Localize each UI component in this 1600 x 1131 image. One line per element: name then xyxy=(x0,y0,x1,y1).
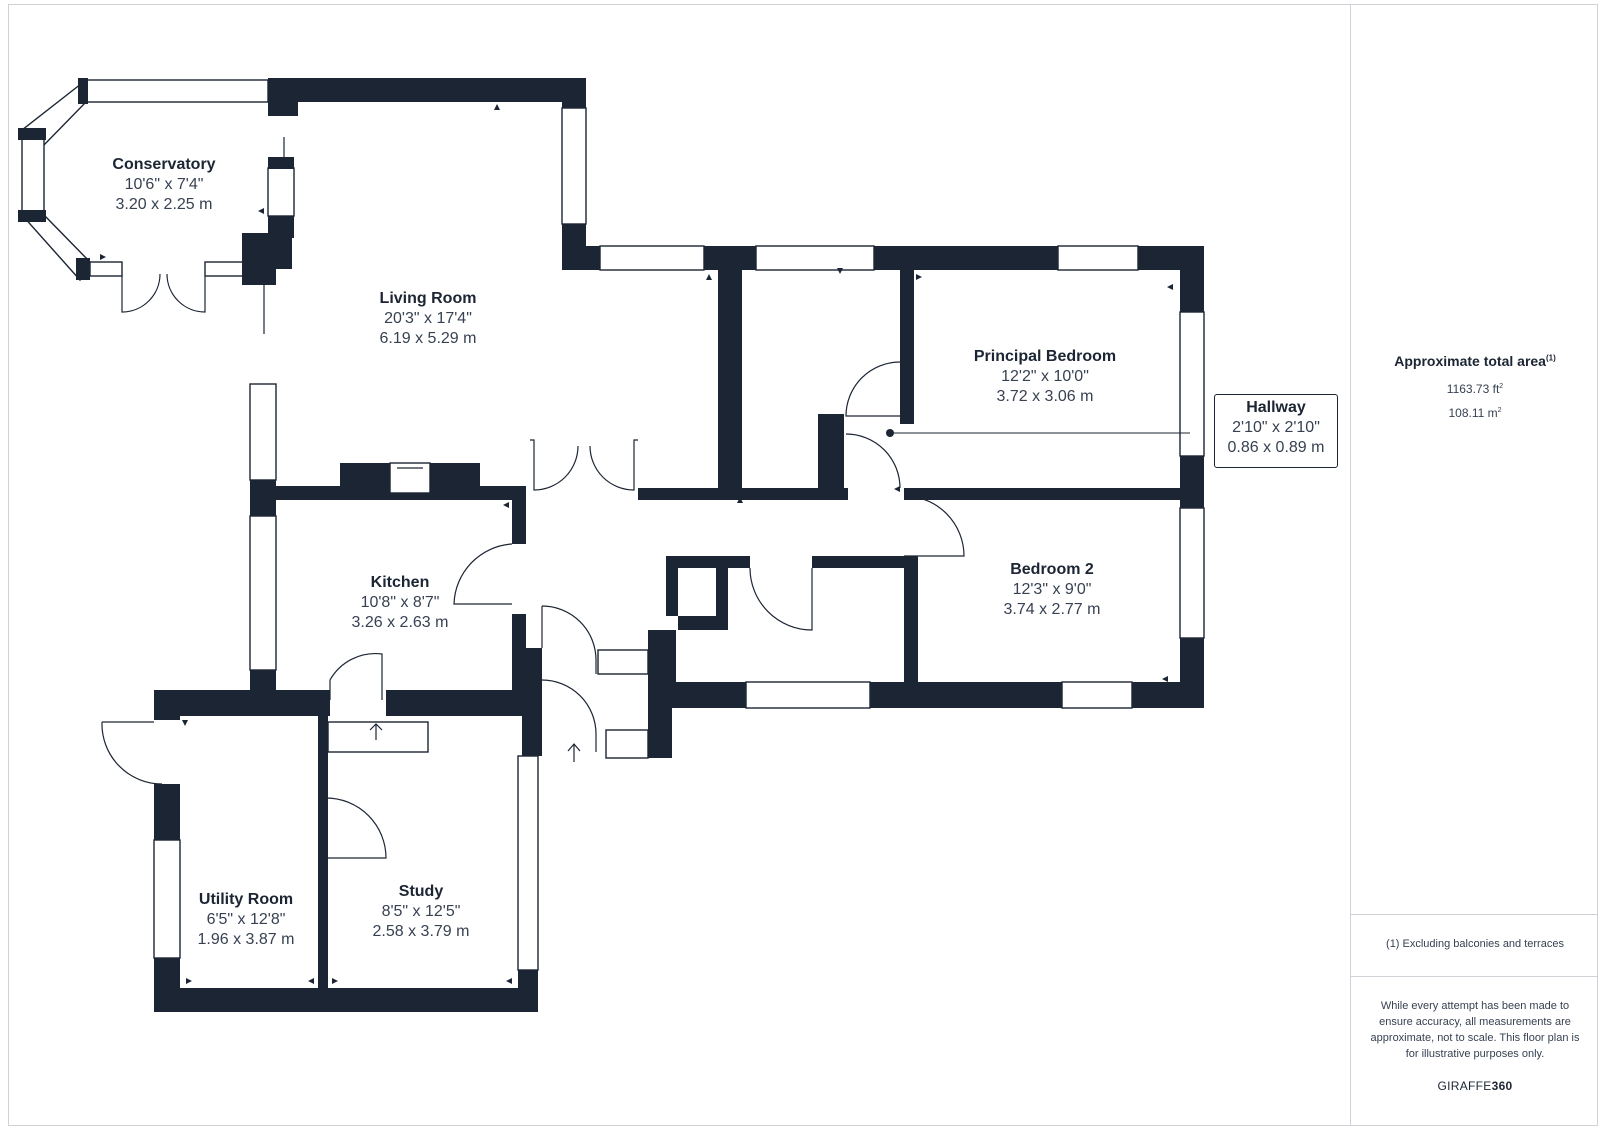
room-name: Study xyxy=(398,883,444,900)
room-name: Utility Room xyxy=(198,891,294,908)
room-dimensions-imperial: 10'8" x 8'7" xyxy=(360,594,440,611)
direction-ticks xyxy=(100,104,1173,984)
room-name: Kitchen xyxy=(370,574,430,591)
room-dimensions-metric: 0.86 x 0.89 m xyxy=(1227,439,1325,456)
hallway-marker-dot xyxy=(886,429,894,437)
room-label-kitchen: Kitchen 10'8" x 8'7" 3.26 x 2.63 m xyxy=(352,573,449,633)
hallway-callout: Hallway 2'10" x 2'10" 0.86 x 0.89 m xyxy=(1214,394,1338,468)
room-dimensions-imperial: 10'6" x 7'4" xyxy=(124,176,204,193)
area-sqft-value: 1163.73 ft xyxy=(1446,382,1500,396)
room-dimensions-imperial: 2'10" x 2'10" xyxy=(1232,419,1320,436)
room-name: Living Room xyxy=(379,290,477,307)
sidebar-divider xyxy=(1350,4,1351,1126)
exclusion-note: (1) Excluding balconies and terraces xyxy=(1386,938,1564,950)
sidebar-separator xyxy=(1351,914,1598,915)
disclaimer-text: While every attempt has been made to ens… xyxy=(1370,1000,1580,1060)
kitchen-entry-walls xyxy=(154,496,597,762)
room-dimensions-metric: 1.96 x 3.87 m xyxy=(197,931,295,948)
brand-suffix: 360 xyxy=(1491,1079,1513,1093)
room-dimensions-imperial: 8'5" x 12'5" xyxy=(381,903,461,920)
room-dimensions-imperial: 12'3" x 9'0" xyxy=(1012,581,1092,598)
room-dimensions-metric: 2.58 x 3.79 m xyxy=(372,923,470,940)
room-label-principal-bedroom: Principal Bedroom 12'2" x 10'0" 3.72 x 3… xyxy=(974,347,1116,407)
room-label-study: Study 8'5" x 12'5" 2.58 x 3.79 m xyxy=(373,882,470,942)
total-area-title-text: Approximate total area xyxy=(1394,353,1546,369)
utility-study-walls xyxy=(101,690,539,1012)
room-label-utility-room: Utility Room 6'5" x 12'8" 1.96 x 3.87 m xyxy=(198,890,295,950)
room-dimensions-imperial: 12'2" x 10'0" xyxy=(1001,368,1089,385)
total-area-sqft: 1163.73 ft2 xyxy=(1350,382,1600,396)
total-area-sqm: 108.11 m2 xyxy=(1350,406,1600,420)
room-dimensions-metric: 6.19 x 5.29 m xyxy=(379,330,477,347)
room-name: Hallway xyxy=(1246,399,1306,416)
room-label-bedroom-2: Bedroom 2 12'3" x 9'0" 3.74 x 2.77 m xyxy=(1004,560,1101,620)
room-dimensions-metric: 3.20 x 2.25 m xyxy=(115,196,213,213)
room-label-conservatory: Conservatory 10'6" x 7'4" 3.20 x 2.25 m xyxy=(112,155,215,215)
room-dimensions-metric: 3.26 x 2.63 m xyxy=(351,614,449,631)
room-label-living-room: Living Room 20'3" x 17'4" 6.19 x 5.29 m xyxy=(380,289,477,349)
footnote-marker: (1) xyxy=(1545,353,1556,363)
bedroom-block-walls xyxy=(597,245,1205,759)
brand-prefix: GIRAFFE xyxy=(1437,1079,1492,1093)
conservatory-walls xyxy=(18,78,295,334)
room-name: Principal Bedroom xyxy=(973,348,1117,365)
room-dimensions-imperial: 20'3" x 17'4" xyxy=(384,310,472,327)
page-frame xyxy=(8,4,1598,1126)
brand-logo: GIRAFFE360 xyxy=(1350,1079,1600,1093)
room-dimensions-metric: 3.72 x 3.06 m xyxy=(996,388,1094,405)
sidebar-separator xyxy=(1351,976,1598,977)
area-unit-power: 2 xyxy=(1499,383,1504,390)
room-dimensions-metric: 3.74 x 2.77 m xyxy=(1003,601,1101,618)
area-sqm-value: 108.11 m xyxy=(1448,406,1498,420)
total-area-title: Approximate total area(1) xyxy=(1350,353,1600,369)
living-room-walls xyxy=(249,78,705,516)
room-name: Conservatory xyxy=(112,156,216,173)
room-dimensions-imperial: 6'5" x 12'8" xyxy=(206,911,286,928)
room-name: Bedroom 2 xyxy=(1010,561,1094,578)
area-unit-power: 2 xyxy=(1497,407,1502,414)
